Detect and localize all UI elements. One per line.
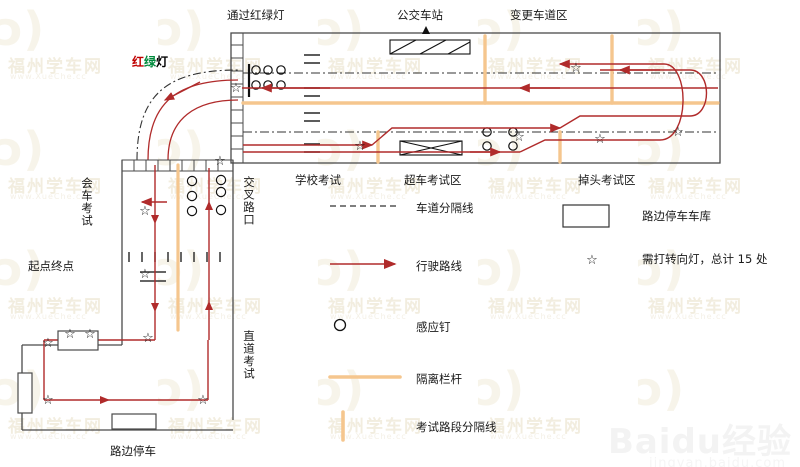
route-arrow-bottom <box>100 396 110 404</box>
traffic-light-green-char: 绿 <box>144 55 157 69</box>
star-icon: ☆ <box>214 154 226 169</box>
label-pass-traffic-light: 通过红绿灯 <box>227 8 285 22</box>
turn-signal-stars-lower: ☆ ☆ ☆ ☆ ☆ ☆ ☆ ☆ <box>42 204 209 408</box>
stop-line-ladder <box>230 33 244 163</box>
label-meet-vehicle-test: 会车考试 <box>80 177 94 227</box>
traffic-light-lamp-char: 灯 <box>156 55 169 69</box>
star-icon: ☆ <box>139 204 151 219</box>
legend-label-section-divider: 考试路段分隔线 <box>416 420 497 434</box>
star-icon: ☆ <box>513 130 525 145</box>
star-icon: ☆ <box>672 125 684 140</box>
legend-garage-icon <box>562 204 610 228</box>
label-straight-road-test: 直道考试 <box>242 330 256 380</box>
legend-label-driving-route: 行驶路线 <box>416 259 462 273</box>
traffic-light-red-char: 红 <box>132 55 145 69</box>
star-icon: ☆ <box>42 336 54 351</box>
label-school-test: 学校考试 <box>295 173 341 187</box>
sensor-nails-overtake <box>482 127 518 151</box>
legend-label-garage: 路边停车车库 <box>642 209 711 223</box>
lane-divider-dashdot <box>243 72 718 133</box>
label-traffic-light: 红绿灯 <box>132 51 168 70</box>
vertical-road-outline <box>21 160 234 431</box>
meet-vehicle-marker <box>140 271 166 282</box>
label-intersection: 交叉路口 <box>242 176 256 226</box>
legend-label-sensor-nail: 感应钉 <box>416 320 451 334</box>
star-icon: ☆ <box>42 393 54 408</box>
turn-signal-stars-main: ☆ ☆ ☆ ☆ ☆ ☆ ☆ <box>214 61 684 169</box>
traffic-light-approach <box>136 69 239 161</box>
label-bus-station: 公交车站 <box>397 8 443 22</box>
bus-stop-marking <box>389 39 471 55</box>
driving-route-main-road <box>242 59 718 157</box>
star-icon: ☆ <box>230 81 242 96</box>
route-arrows-down <box>151 215 159 312</box>
star-icon: ☆ <box>197 393 209 408</box>
star-icon: ☆ <box>354 139 366 154</box>
label-start-end-point: 起点终点 <box>28 259 74 273</box>
legend-sensor-circle-icon <box>333 318 347 332</box>
star-icon: ☆ <box>594 132 606 147</box>
route-arrows-up <box>205 201 213 310</box>
label-overtake-test-zone: 超车考试区 <box>404 173 462 187</box>
star-icon: ☆ <box>84 327 96 342</box>
sensor-nails-traffic-light <box>247 64 286 97</box>
legend-star-icon: ☆ <box>586 253 598 268</box>
star-icon: ☆ <box>139 267 151 282</box>
parking-garages <box>17 330 157 430</box>
star-icon: ☆ <box>142 331 154 346</box>
legend-label-turn-signal: 需打转向灯，总计 15 处 <box>642 252 768 266</box>
sensor-nails-intersection <box>186 174 227 217</box>
star-icon: ☆ <box>64 327 76 342</box>
crossing-marking-lower <box>399 140 463 156</box>
label-lane-change-zone: 变更车道区 <box>510 8 568 22</box>
bus-station-arrow <box>422 26 430 34</box>
straight-test-dashes <box>128 252 221 262</box>
label-roadside-parking: 路边停车 <box>110 444 156 458</box>
legend-symbols: ☆ <box>328 204 610 442</box>
legend-label-barrier: 隔离栏杆 <box>416 372 462 386</box>
star-icon: ☆ <box>570 61 582 76</box>
label-uturn-test-zone: 掉头考试区 <box>578 173 636 187</box>
driving-route-vertical <box>140 165 210 340</box>
legend-label-lane-divider: 车道分隔线 <box>416 201 474 215</box>
